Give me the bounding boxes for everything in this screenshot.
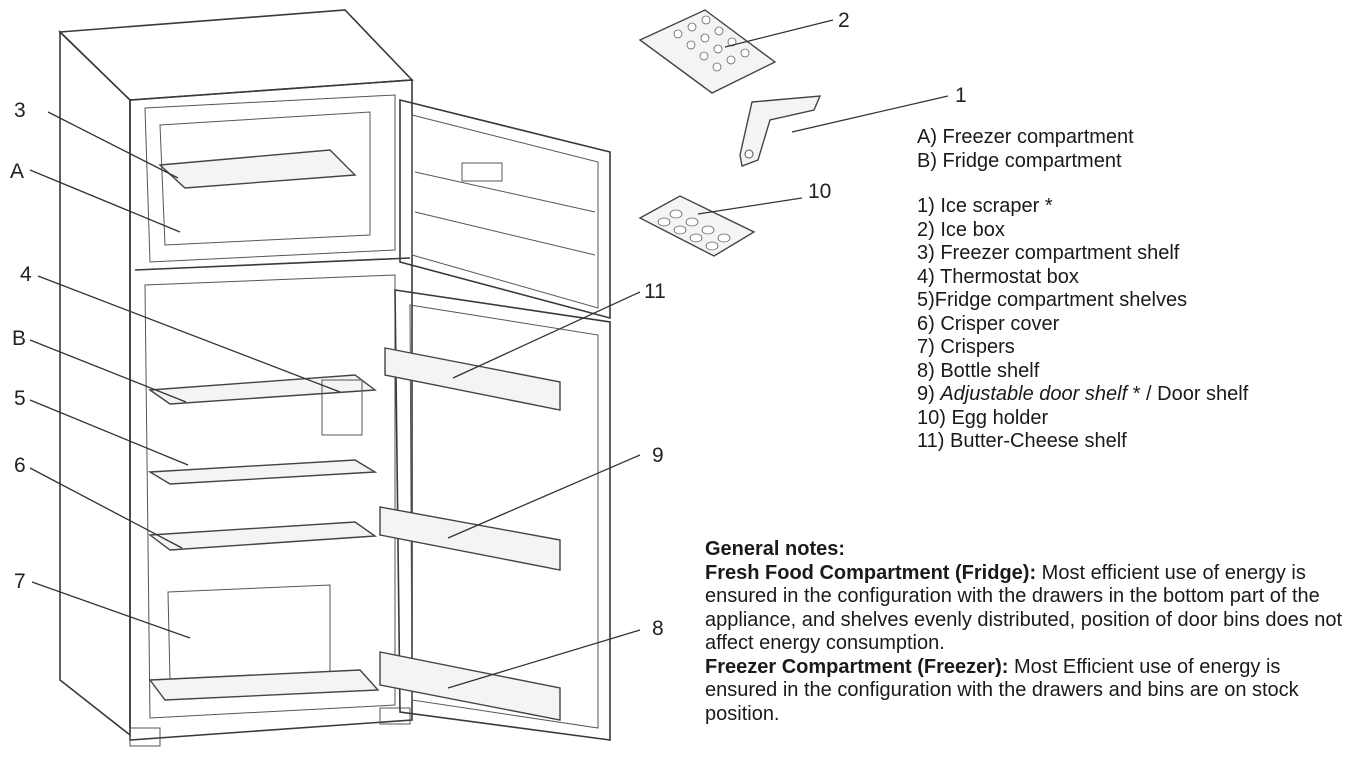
callout-3: 3 <box>14 99 26 122</box>
ice-box-tray <box>638 9 777 94</box>
part9-italic: Adjustable door shelf <box>940 383 1128 405</box>
egg-holder <box>638 195 756 257</box>
callout-11: 11 <box>644 280 666 303</box>
part9-suffix: * / Door shelf <box>1127 383 1249 405</box>
legend-part-1: 1) Ice scraper * <box>917 195 1053 217</box>
legend-compartment-b: B) Fridge compartment <box>917 149 1122 172</box>
notes-freezer-text: Most Efficient use of energy is ensured … <box>705 655 1299 725</box>
legend-part-10: 10) Egg holder <box>917 406 1049 429</box>
freezer-door <box>399 98 611 320</box>
callout-a: A <box>10 160 24 183</box>
legend-part-4: 4) Thermostat box <box>917 265 1079 288</box>
callout-9: 9 <box>652 444 664 467</box>
callout-1: 1 <box>955 84 967 107</box>
leader-lines <box>29 19 949 689</box>
legend-part-6: 6) Crisper cover <box>917 312 1060 335</box>
part9-prefix: 9) <box>917 383 941 405</box>
notes-freezer: Freezer Compartment (Freezer): Most Effi… <box>705 656 1345 727</box>
fridge-door <box>379 289 611 741</box>
callout-4: 4 <box>20 263 32 286</box>
notes-freezer-label: Freezer Compartment (Freezer): <box>705 655 1009 678</box>
parts-legend: A) Freezer compartment B) Fridge compart… <box>917 126 1248 454</box>
callout-10: 10 <box>808 180 831 203</box>
callout-8: 8 <box>652 617 664 640</box>
legend-part-7: 7) Crispers <box>917 336 1015 358</box>
fridge-cabinet <box>58 9 414 747</box>
callout-6: 6 <box>14 454 26 477</box>
legend-compartment-a: A) Freezer compartment <box>917 126 1134 148</box>
legend-part-8: 8) Bottle shelf <box>917 359 1040 382</box>
notes-fridge-text: Most efficient use of energy is ensured … <box>705 561 1343 655</box>
ice-scraper <box>739 95 822 167</box>
legend-part-11: 11) Butter-Cheese shelf <box>917 430 1127 452</box>
legend-part-5: 5)Fridge compartment shelves <box>917 289 1188 311</box>
general-notes: General notes: Fresh Food Compartment (F… <box>705 538 1345 726</box>
notes-fridge-label: Fresh Food Compartment (Fridge): <box>705 561 1037 584</box>
callout-2: 2 <box>838 9 850 32</box>
callout-b: B <box>12 327 26 350</box>
callout-5: 5 <box>14 387 26 410</box>
legend-part-9: 9) Adjustable door shelf * / Door shelf <box>917 383 1248 407</box>
callout-7: 7 <box>14 570 26 593</box>
notes-heading: General notes: <box>705 538 846 560</box>
legend-part-3: 3) Freezer compartment shelf <box>917 242 1180 264</box>
legend-part-2: 2) Ice box <box>917 218 1005 241</box>
notes-fridge: Fresh Food Compartment (Fridge): Most ef… <box>705 562 1345 656</box>
